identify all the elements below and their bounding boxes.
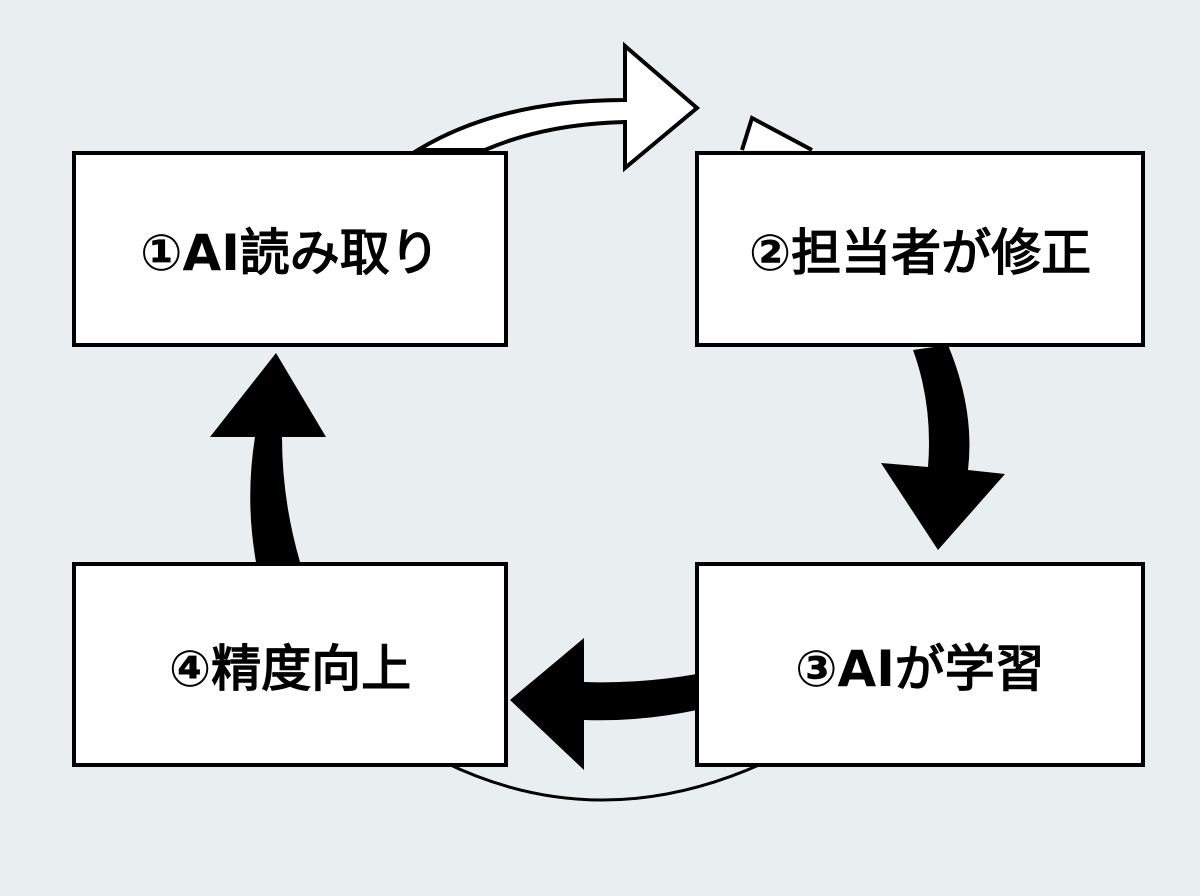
step-box-accuracy-up: ④精度向上 [72, 562, 508, 767]
arrow-stub-top-right [740, 115, 813, 152]
step-label-ai-read: ①AI読み取り [140, 224, 440, 282]
step-label-accuracy-up: ④精度向上 [168, 639, 412, 698]
step-box-ai-read: ①AI読み取り [72, 151, 508, 347]
arrow-3-to-4 [510, 638, 697, 770]
bottom-connecting-arc [439, 758, 771, 802]
arrow-4-to-1 [210, 353, 326, 562]
arrow-2-to-3 [881, 345, 1005, 550]
step-label-staff-correct: ②担当者が修正 [748, 224, 1092, 282]
arrow-1-to-2 [410, 41, 701, 173]
step-box-ai-learn: ③AIが学習 [695, 562, 1145, 767]
step-box-staff-correct: ②担当者が修正 [695, 151, 1145, 347]
step-label-ai-learn: ③AIが学習 [795, 639, 1045, 698]
